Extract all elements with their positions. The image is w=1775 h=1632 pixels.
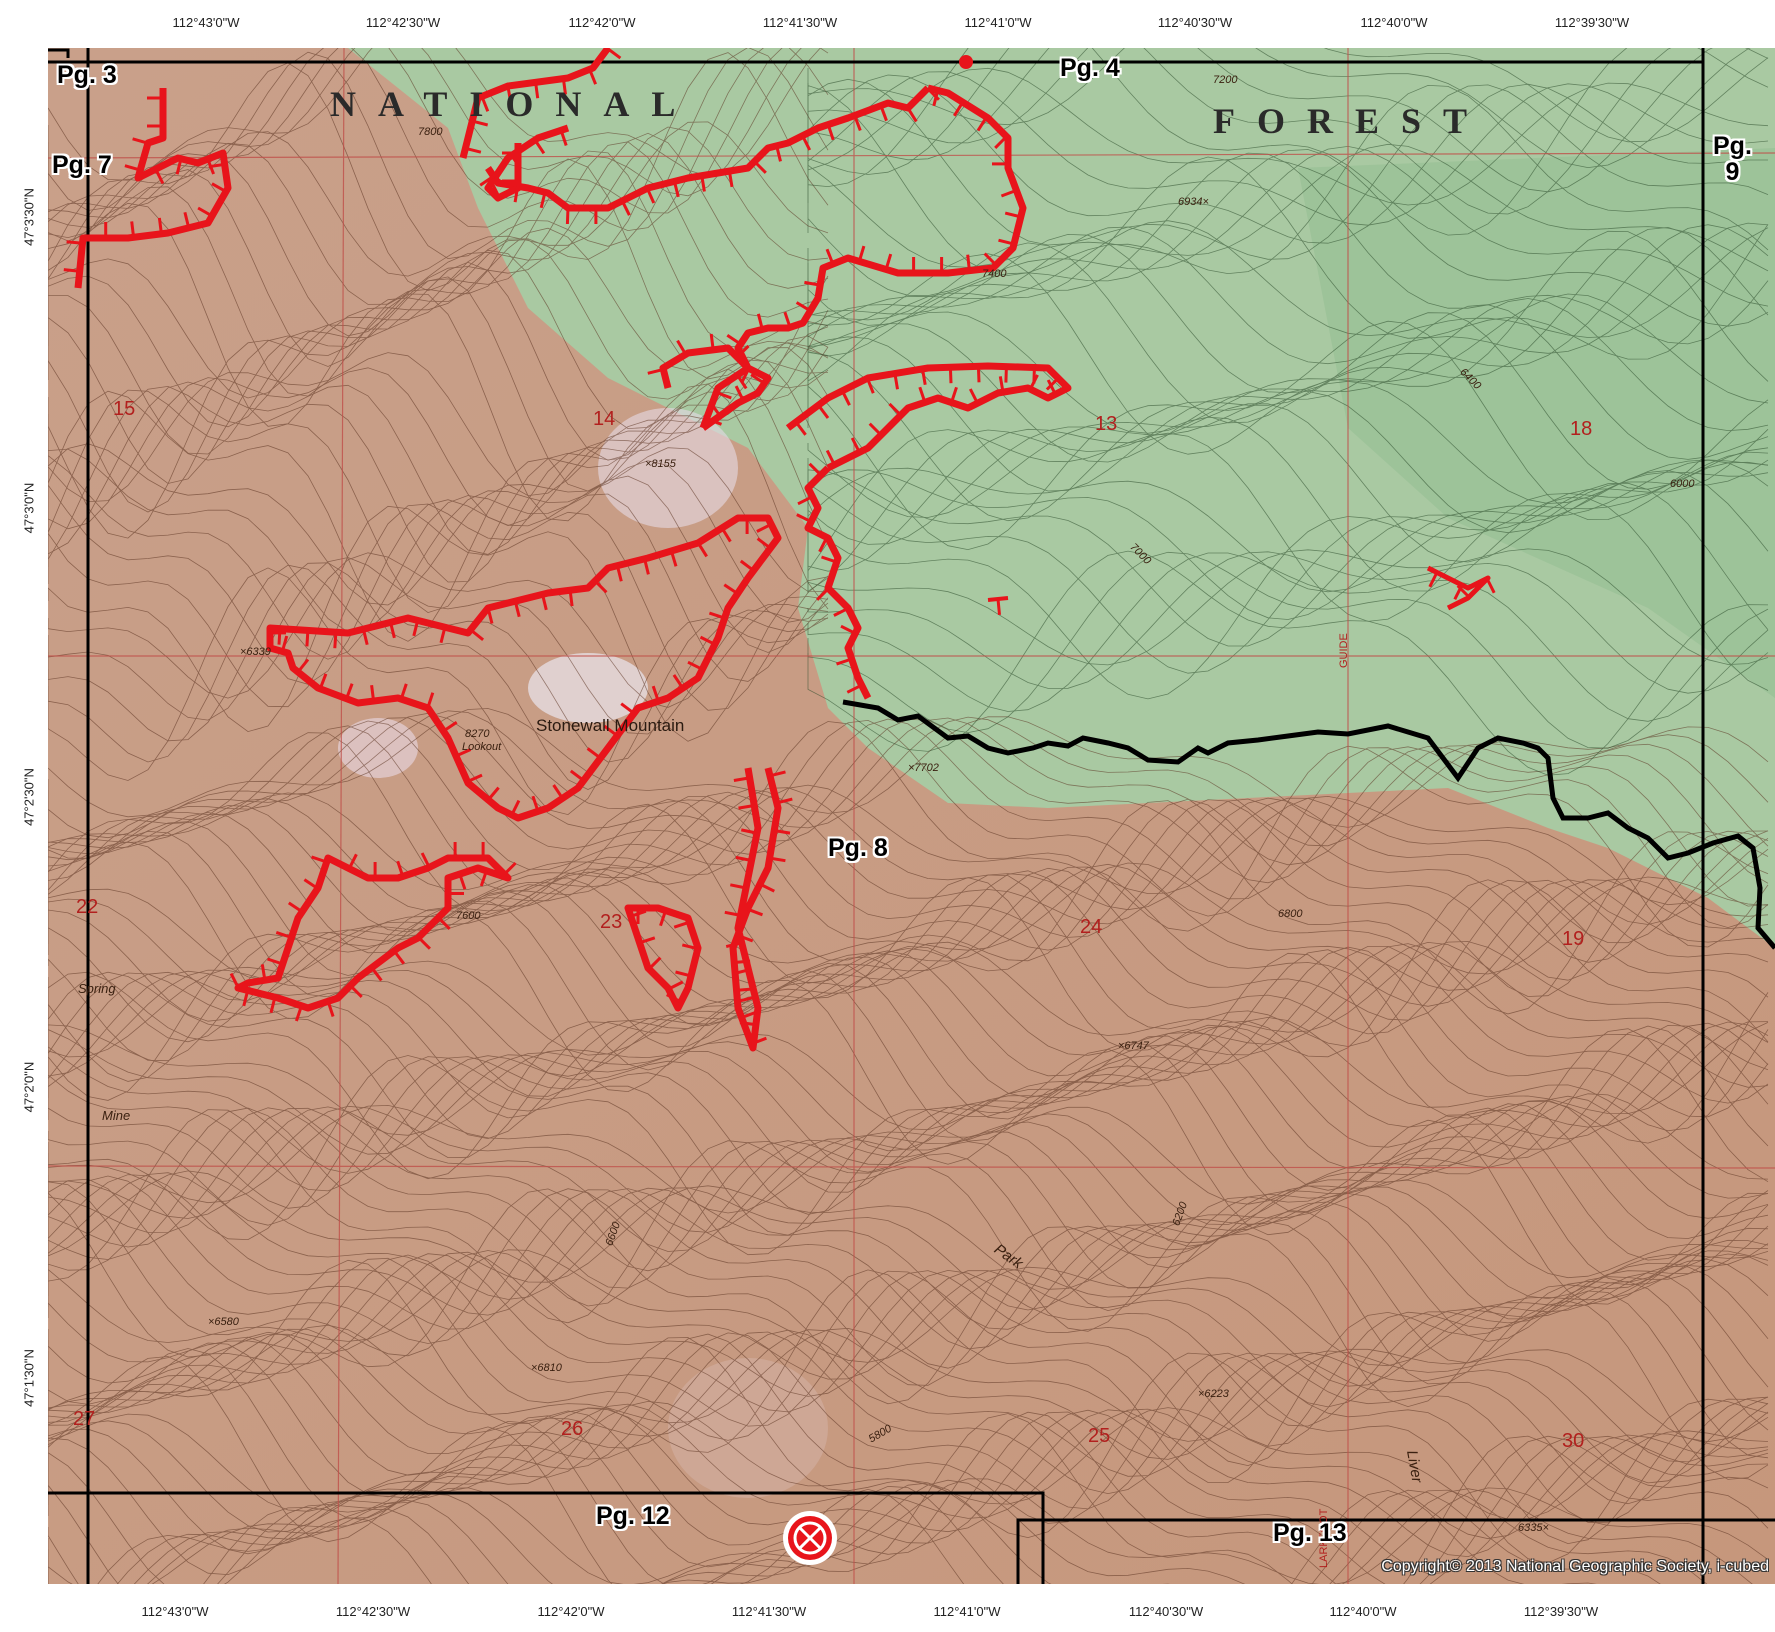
fire-line-5 xyxy=(266,514,782,822)
lon-tick-bottom-8: 112°39'30"W xyxy=(1523,1604,1599,1619)
lat-tick-4: 47°2'0"N xyxy=(21,1061,37,1113)
contour-label-7400: 7400 xyxy=(982,268,1007,280)
lat-tick-3: 47°2'30"N xyxy=(21,768,37,826)
spot-elevation-6580: ×6580 xyxy=(208,1316,239,1328)
lon-tick-top-7: 112°40'0"W xyxy=(1360,15,1428,30)
lat-tick-1: 47°3'30"N xyxy=(21,188,37,246)
fire-perimeters xyxy=(74,48,1491,1052)
lon-tick-top-6: 112°40'30"W xyxy=(1157,15,1233,30)
spot-elevation-6339: ×6339 xyxy=(240,646,271,658)
lookout-label: Lookout xyxy=(462,741,502,753)
map-graphics xyxy=(48,48,1775,1584)
page-boundaries xyxy=(48,48,1775,1584)
fire-line-7 xyxy=(624,904,702,1012)
spot-elevation-6223: ×6223 xyxy=(1198,1388,1229,1400)
page-label-8[interactable]: Pg. 8 xyxy=(828,834,888,862)
fire-line-hachures xyxy=(63,48,1496,1046)
section-22: 22 xyxy=(76,896,99,918)
section-26: 26 xyxy=(561,1418,584,1440)
lon-tick-top-4: 112°41'30"W xyxy=(762,15,838,30)
forest-boundary-line xyxy=(842,699,1775,950)
lon-tick-bottom-1: 112°43'0"W xyxy=(141,1604,209,1619)
spot-elevation-8155: ×8155 xyxy=(645,458,676,470)
section-27: 27 xyxy=(73,1408,96,1430)
copyright-notice: Copyright© 2013 National Geographic Soci… xyxy=(1381,1558,1769,1575)
section-14: 14 xyxy=(593,408,616,430)
section-18: 18 xyxy=(1570,418,1593,440)
contour-label-6800: 6800 xyxy=(1278,908,1303,920)
spring-label: Spring xyxy=(78,981,116,996)
section-23: 23 xyxy=(600,911,623,933)
fire-line-2 xyxy=(485,85,931,212)
lon-tick-top-8: 112°39'30"W xyxy=(1554,15,1630,30)
page-label-7[interactable]: Pg. 7 xyxy=(52,151,112,179)
page-label-3[interactable]: Pg. 3 xyxy=(57,61,117,89)
page-label-13[interactable]: Pg. 13 xyxy=(1273,1519,1347,1547)
fire-point xyxy=(959,55,973,69)
page-label-9[interactable]: Pg. 9 xyxy=(1713,132,1752,187)
fire-line-8 xyxy=(729,767,782,1052)
section-30: 30 xyxy=(1562,1430,1585,1452)
lon-tick-top-2: 112°42'30"W xyxy=(365,15,441,30)
guide-label: GUIDE xyxy=(1338,633,1350,668)
section-13: 13 xyxy=(1095,413,1118,435)
lon-tick-bottom-2: 112°42'30"W xyxy=(335,1604,411,1619)
section-15: 15 xyxy=(113,398,136,420)
section-grid xyxy=(48,48,1775,1584)
lon-tick-bottom-4: 112°41'30"W xyxy=(731,1604,807,1619)
page-label-4[interactable]: Pg. 4 xyxy=(1060,54,1120,82)
spot-elevation-7702: ×7702 xyxy=(908,762,939,774)
section-25: 25 xyxy=(1088,1425,1111,1447)
lon-tick-bottom-3: 112°42'0"W xyxy=(537,1604,605,1619)
lat-tick-2: 47°3'0"N xyxy=(21,482,37,534)
contour-label-6000: 6000 xyxy=(1670,478,1695,490)
forest-label-forest: FOREST xyxy=(1213,101,1490,141)
page-label-12[interactable]: Pg. 12 xyxy=(596,1502,670,1530)
fire-line-1 xyxy=(74,88,232,289)
lon-tick-top-1: 112°43'0"W xyxy=(172,15,240,30)
spot-elevation-6810: ×6810 xyxy=(531,1362,562,1374)
section-24: 24 xyxy=(1080,916,1103,938)
contour-label-7600: 7600 xyxy=(456,910,481,922)
spot-elevation-6335: 6335× xyxy=(1518,1522,1549,1534)
peak-elevation: 8270 xyxy=(465,728,490,740)
lat-tick-5: 47°1'30"N xyxy=(21,1349,37,1407)
lon-tick-bottom-5: 112°41'0"W xyxy=(933,1604,1001,1619)
lon-tick-top-3: 112°42'0"W xyxy=(568,15,636,30)
contour-label-7800: 7800 xyxy=(418,126,443,138)
contour-label-7200: 7200 xyxy=(1213,74,1238,86)
lon-tick-bottom-7: 112°40'0"W xyxy=(1329,1604,1397,1619)
spot-elevation-6747: ×6747 xyxy=(1118,1040,1149,1052)
forest-label-national: NATIONAL xyxy=(330,84,698,124)
lon-tick-top-5: 112°41'0"W xyxy=(964,15,1032,30)
mine-label: Mine xyxy=(102,1108,131,1123)
fire-line-3 xyxy=(700,84,1027,431)
peak-name: Stonewall Mountain xyxy=(536,716,685,735)
lon-tick-bottom-6: 112°40'30"W xyxy=(1128,1604,1204,1619)
section-19: 19 xyxy=(1562,928,1585,950)
fire-line-6 xyxy=(234,854,512,1012)
spot-elevation-6934: 6934× xyxy=(1178,196,1209,208)
topo-map[interactable]: NATIONAL FOREST 15 14 13 18 22 24 19 23 … xyxy=(48,48,1775,1584)
crossed-circle-icon[interactable] xyxy=(780,1508,840,1568)
